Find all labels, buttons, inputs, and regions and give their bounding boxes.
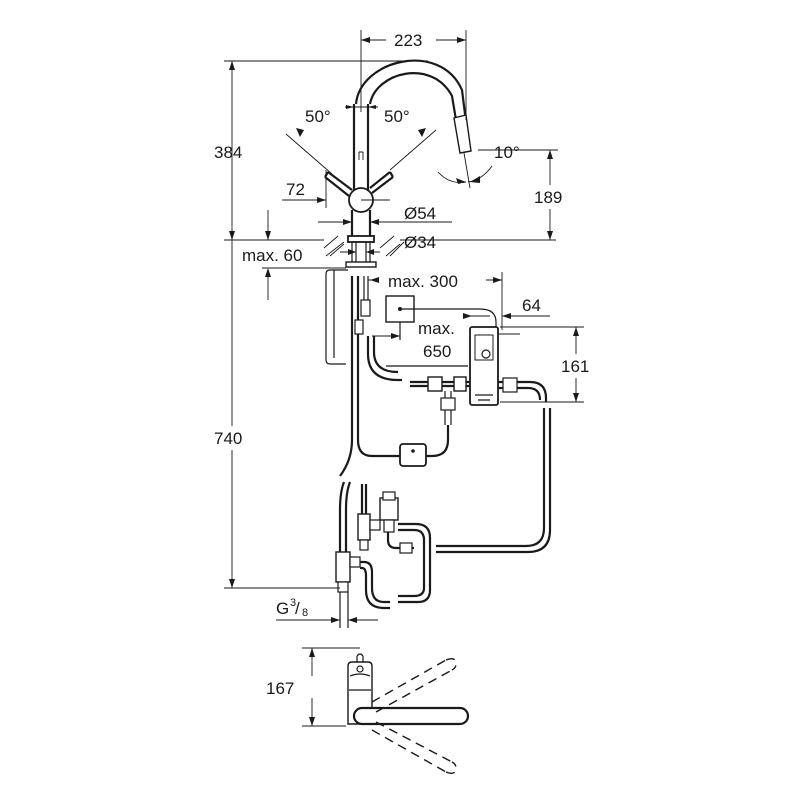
- dim-thread-slash: /: [295, 599, 300, 618]
- mounting-nut: [345, 261, 377, 268]
- dimension-labels: 223 384 50° 50° 10° 189 72 Ø54 Ø34 max. …: [214, 31, 589, 698]
- supply-hose-box-b: [372, 336, 399, 374]
- filter: [399, 443, 427, 467]
- hose-short: [386, 532, 414, 550]
- valve-fitting: [427, 376, 467, 425]
- cable-loop: [325, 269, 348, 365]
- dim-max-hose-2: 650: [423, 342, 451, 361]
- dim-top-view-depth: 167: [266, 679, 294, 698]
- body-column: [352, 104, 370, 198]
- cable-plug-1: [360, 299, 371, 317]
- base-plate: [347, 235, 375, 243]
- filter-dot: [411, 449, 415, 453]
- cable-plug-2: [354, 319, 364, 335]
- hose-lower-u: [360, 560, 390, 604]
- return-pipe: [436, 408, 546, 548]
- supply-pipe: [339, 592, 349, 628]
- dim-box-height: 161: [561, 357, 589, 376]
- dim-thread-num: 3: [290, 597, 296, 609]
- return-pipe-b: [436, 408, 552, 554]
- top-lever: [352, 706, 470, 726]
- control-box: [469, 326, 499, 406]
- under-sink-assembly: [325, 269, 552, 628]
- lever-left: [324, 171, 353, 197]
- hose-lower-u-b: [360, 566, 390, 610]
- outlet-fitting: [502, 377, 518, 393]
- electronic-cable: [363, 276, 369, 300]
- dim-max-hose-1: max.: [418, 319, 455, 338]
- dimension-lines: [214, 30, 594, 623]
- dim-outlet-height: 189: [534, 188, 562, 207]
- dim-lever-angle-right: 50°: [384, 107, 410, 126]
- lever-right: [369, 171, 394, 194]
- shank: [351, 242, 371, 264]
- angle-valve-upper: [357, 491, 399, 551]
- top-body-spout: [356, 665, 364, 673]
- dim-lever-angle-left: 50°: [305, 107, 331, 126]
- pull-out-hose: [339, 276, 354, 477]
- spout-inner: [368, 72, 458, 121]
- dim-total-height: 384: [214, 143, 242, 162]
- sensor-box-line: [400, 308, 497, 330]
- body-lower: [350, 210, 372, 236]
- hose-short-fitting: [399, 542, 413, 554]
- spray-head: [453, 114, 472, 154]
- faucet-top-view: [300, 647, 470, 775]
- top-lever-swing-up: [371, 657, 457, 713]
- hose-lower-left: [338, 481, 346, 556]
- angle-valve-lower: [335, 551, 361, 593]
- dim-installation-depth: 740: [214, 429, 242, 448]
- dim-max-box-distance: max. 300: [388, 272, 458, 291]
- body-marker: [358, 151, 364, 160]
- hose-loop-right: [398, 522, 432, 604]
- dim-thread-den: 8: [302, 607, 308, 619]
- dim-body-diameter: Ø54: [404, 204, 436, 223]
- supply-hose-box: [366, 336, 402, 382]
- outlet-pipe-right: [498, 380, 548, 402]
- dim-spray-tilt: 10°: [494, 143, 520, 162]
- dim-shank-diameter: Ø34: [404, 233, 436, 252]
- dim-box-width: 64: [522, 296, 541, 315]
- dim-thread-g: G: [276, 599, 289, 618]
- outlet-pipe-right-b: [498, 386, 542, 401]
- deck-hatch: [323, 235, 401, 257]
- dim-spout-reach: 223: [394, 31, 422, 50]
- dim-lever-offset: 72: [286, 180, 305, 199]
- hose-loop-right-b: [398, 528, 426, 598]
- top-lever-swing-down: [371, 721, 457, 775]
- dim-max-deck: max. 60: [242, 246, 302, 265]
- filter-loop: [356, 425, 450, 458]
- hose-lower-left-b: [344, 481, 352, 556]
